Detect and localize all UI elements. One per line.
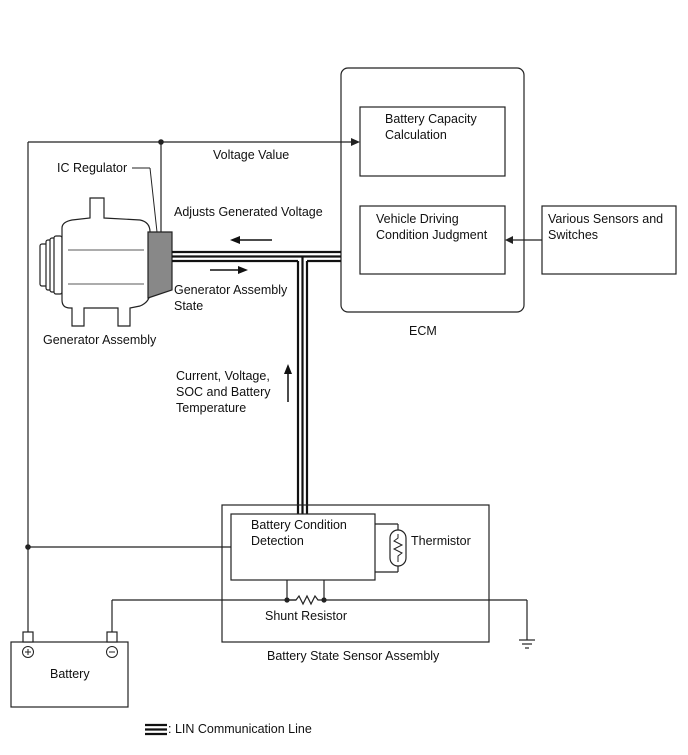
lin-legend-symbol: [145, 723, 167, 736]
sensor-input-arrow: [505, 236, 513, 244]
battery-condition-box: [230, 513, 376, 581]
up-arrow: [284, 364, 292, 374]
various-sensors-label: Various Sensors and Switches: [548, 212, 664, 242]
right-arrow: [238, 266, 248, 274]
battery-condition-label: Battery Condition Detection: [251, 518, 347, 548]
shunt-resistor-symbol: [286, 594, 324, 606]
ecm-label: ECM: [409, 324, 437, 338]
thermistor-label: Thermistor: [411, 534, 471, 548]
battery-positive-terminal: [22, 631, 34, 643]
left-arrow: [230, 236, 240, 244]
adjusts-voltage-label: Adjusts Generated Voltage: [174, 205, 323, 219]
battery-label: Battery: [50, 667, 90, 681]
ic-regulator-label: IC Regulator: [57, 161, 128, 175]
vehicle-driving-label: Vehicle Driving Condition Judgment: [376, 212, 488, 242]
generator-assembly-label: Generator Assembly: [43, 333, 157, 347]
lin-legend-label: : LIN Communication Line: [168, 722, 312, 736]
ic-regulator: [147, 231, 173, 299]
battery-negative-terminal: [106, 631, 118, 643]
battery-capacity-label: Battery Capacity Calculation: [385, 112, 477, 142]
thermistor-symbol: [389, 529, 407, 567]
voltage-value-label: Voltage Value: [213, 148, 290, 162]
battery-capacity-box: [359, 106, 506, 177]
generator-state-label: Generator Assembly State: [174, 283, 288, 313]
battery-state-sensor-label: Battery State Sensor Assembly: [267, 649, 440, 663]
ground-icon: [519, 639, 535, 649]
shunt-resistor-label: Shunt Resistor: [265, 609, 347, 623]
current-voltage-label: Current, Voltage, SOC and Battery Temper…: [176, 369, 271, 415]
ecm-box: [340, 67, 525, 313]
generator-assembly-drawing: [39, 197, 151, 327]
voltage-value-arrow: [351, 138, 360, 146]
lin-communication-line: [172, 250, 341, 514]
battery-state-sensor-box: [221, 504, 490, 643]
